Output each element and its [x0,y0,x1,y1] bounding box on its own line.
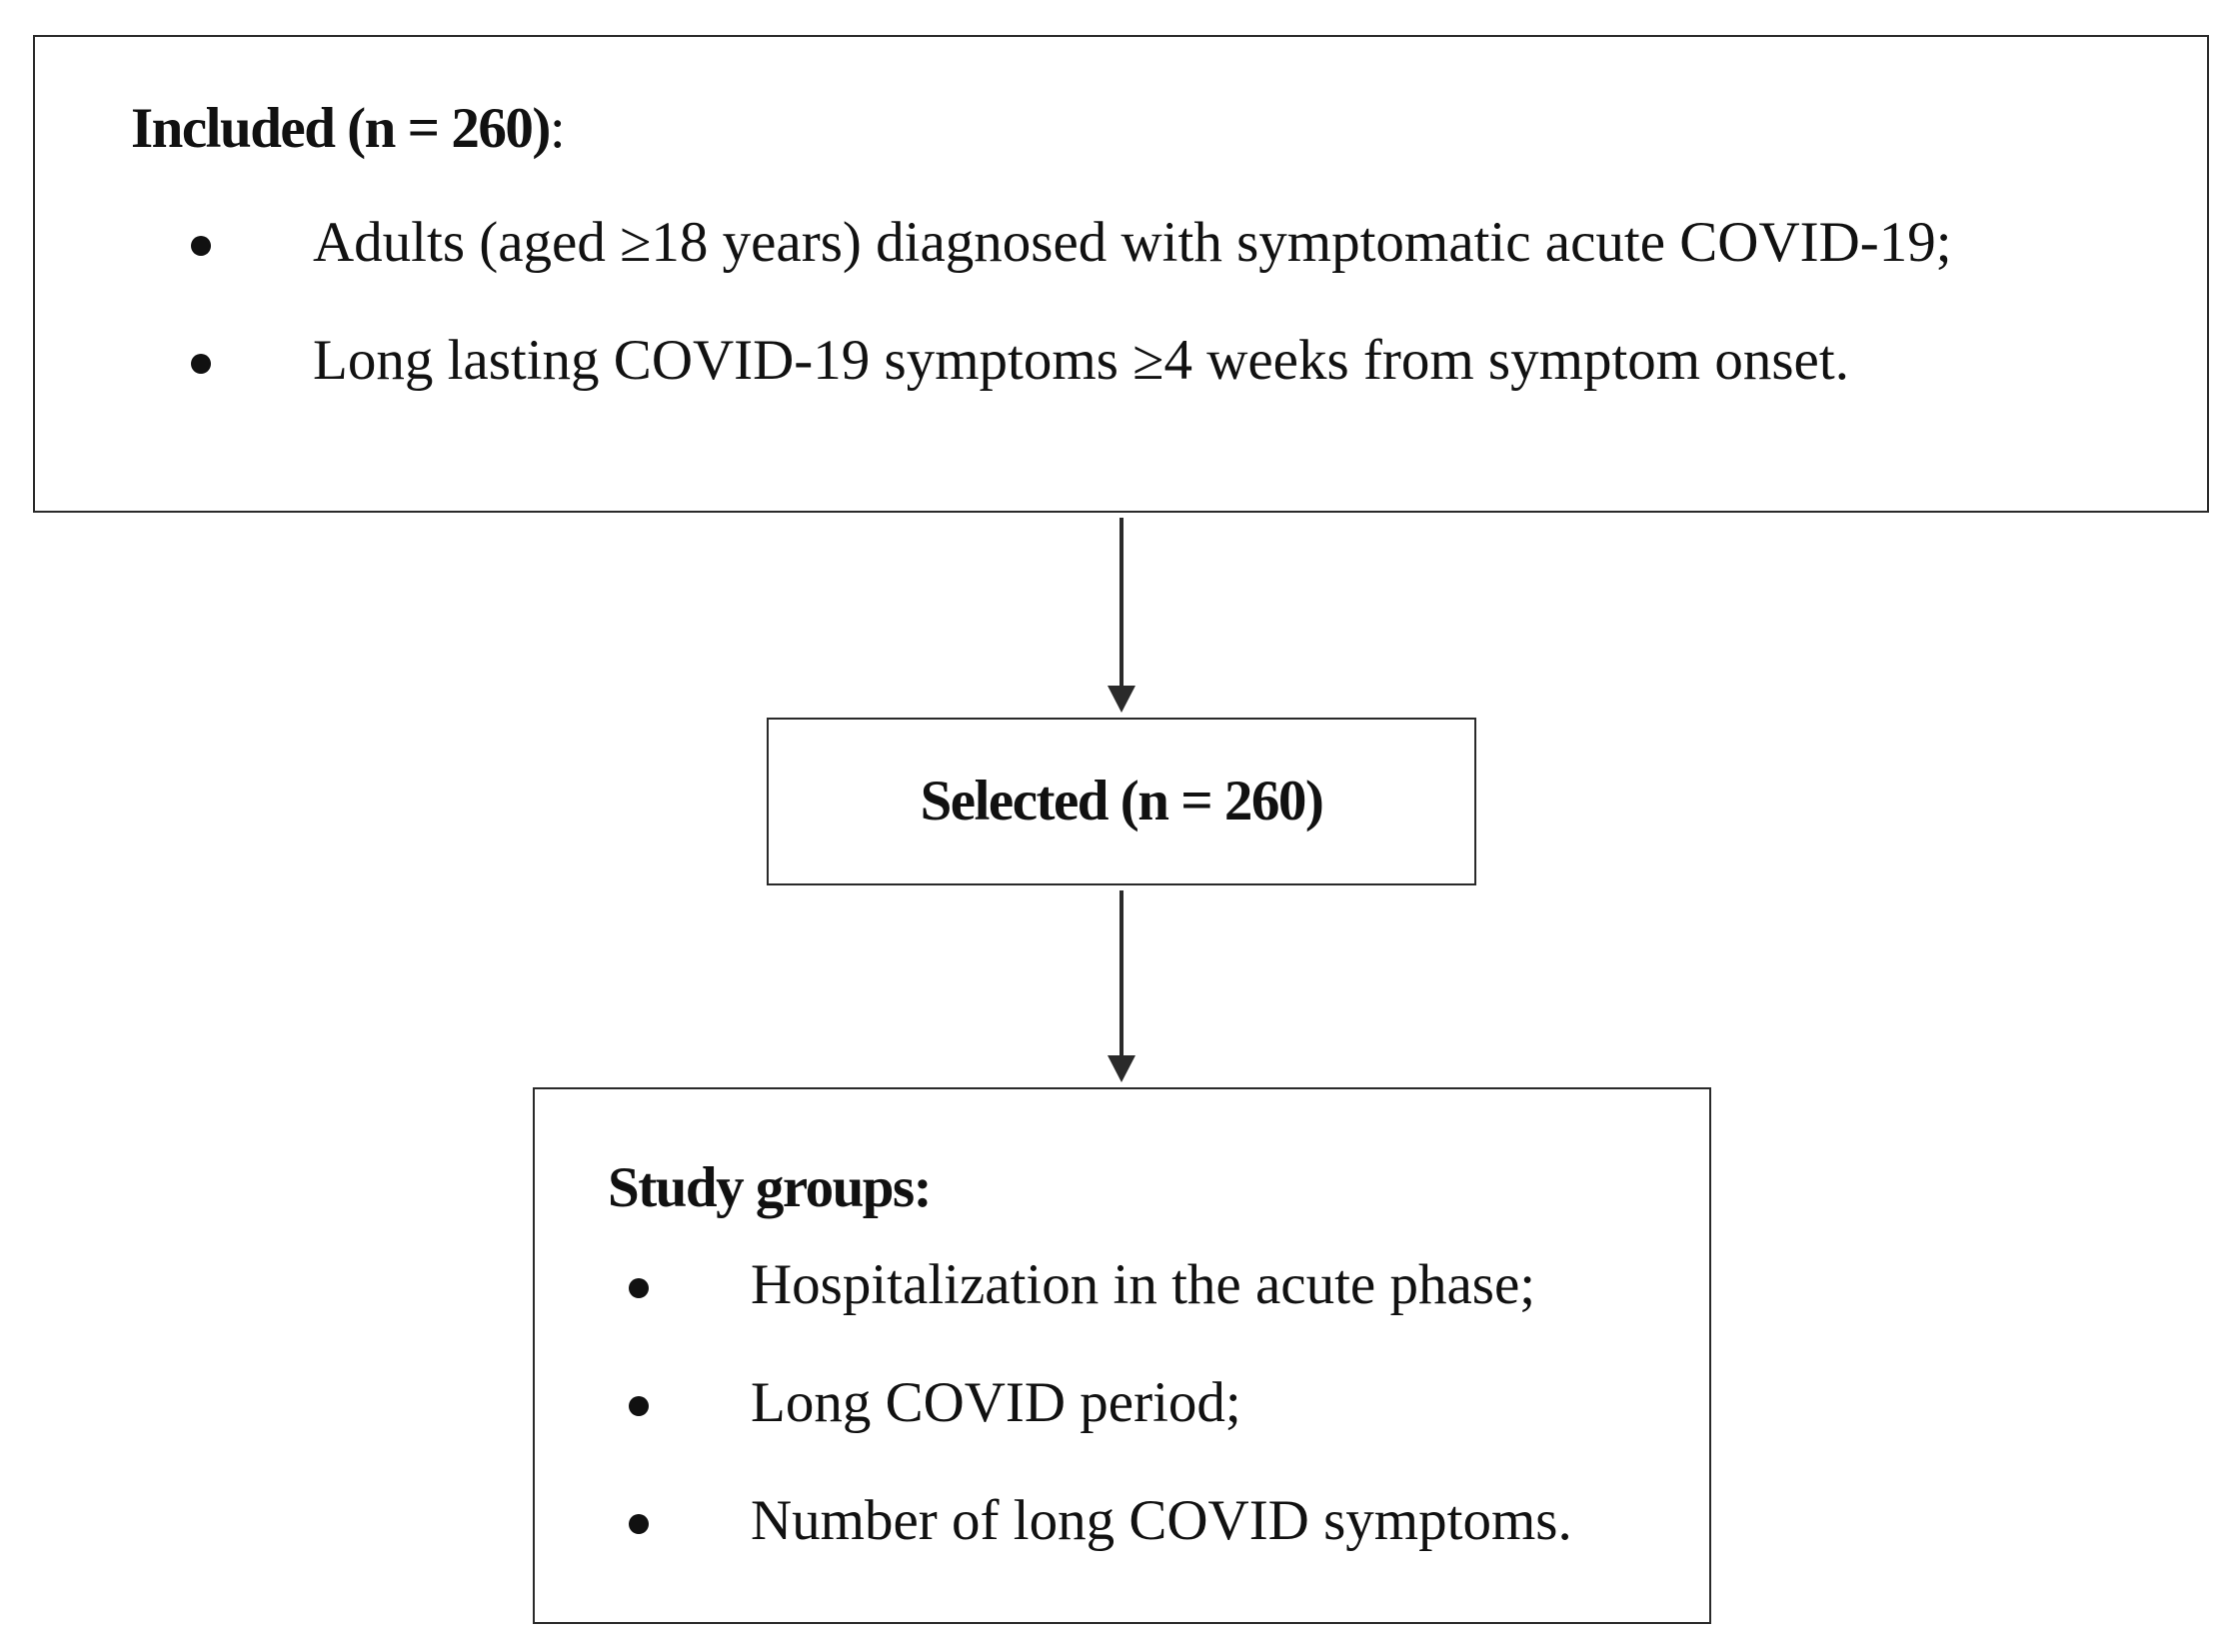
selected-label: Selected (n = 260) [920,770,1324,832]
included-criteria-list: Adults (aged ≥18 years) diagnosed with s… [191,214,1952,450]
list-item-text: Long COVID period; [751,1371,1241,1434]
bullet-icon [191,236,211,256]
bullet-icon [191,354,211,374]
list-item-text: Long lasting COVID-19 symptoms ≥4 weeks … [313,329,1849,392]
bullet-icon [629,1514,649,1534]
list-item: Number of long COVID symptoms. [629,1492,1572,1610]
study-groups-heading: Study groups: [608,1156,933,1219]
included-heading-colon: : [549,97,566,160]
included-heading-text: Included (n = 260) [131,97,551,160]
list-item-text: Hospitalization in the acute phase; [751,1253,1536,1316]
bullet-icon [629,1396,649,1416]
arrow-head-icon [1108,1055,1135,1082]
list-item: Long lasting COVID-19 symptoms ≥4 weeks … [191,332,1952,450]
included-box [33,35,2209,513]
bullet-icon [629,1278,649,1298]
study-groups-list: Hospitalization in the acute phase; Long… [629,1256,1572,1610]
arrow-selected-to-groups [1108,890,1135,1082]
selected-box: Selected (n = 260) [767,718,1476,885]
study-groups-box: Study groups: [533,1087,1711,1624]
list-item: Long COVID period; [629,1374,1572,1492]
list-item-text: Number of long COVID symptoms. [751,1489,1572,1552]
list-item-text: Adults (aged ≥18 years) diagnosed with s… [313,211,1952,274]
arrow-included-to-selected [1108,518,1135,713]
arrow-head-icon [1108,686,1135,713]
list-item: Adults (aged ≥18 years) diagnosed with s… [191,214,1952,332]
list-item: Hospitalization in the acute phase; [629,1256,1572,1374]
included-heading: Included (n = 260): [131,97,566,160]
